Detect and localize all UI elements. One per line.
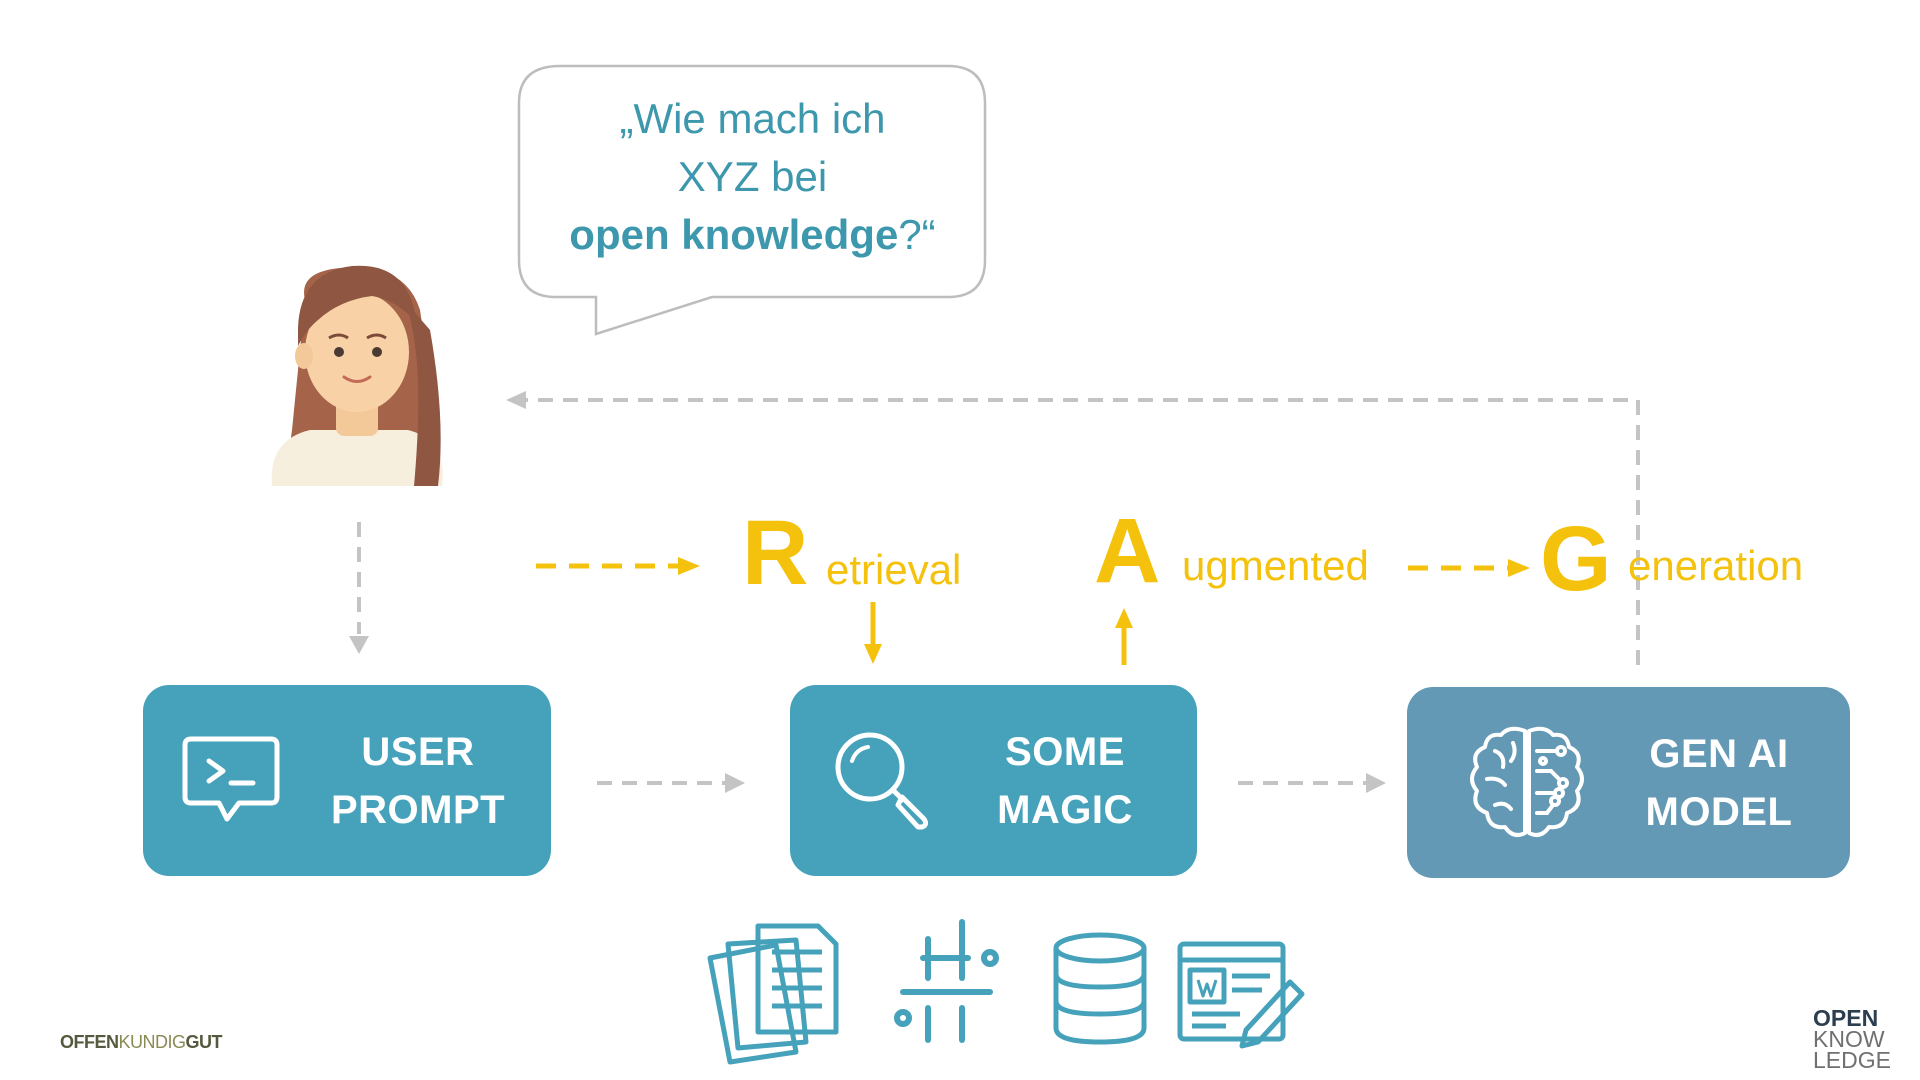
open-knowledge-logo: OPEN KNOW LEDGE [1813,1005,1891,1073]
feedback-loop-arrowhead [506,391,526,409]
rag-g-letter: G [1540,508,1612,610]
magnifier-icon [835,732,929,830]
some-magic-box: SOME MAGIC [790,685,1197,876]
user-prompt-label: USER PROMPT [303,723,533,839]
logo-line-1: OPEN [1813,1005,1879,1031]
user-prompt-line-1: USER [361,730,475,774]
gen-ai-model-line-2: MODEL [1645,790,1793,834]
augmented-up-arrowhead [1115,608,1133,628]
footer-brand-part-2: KUNDIG [118,1032,187,1052]
rag-retrieval-label: etrieval [826,546,962,593]
rag-generation-label: eneration [1628,542,1804,589]
speech-line-1: „Wie mach ich [619,95,886,142]
word-document-icon [1177,941,1305,1049]
speech-line-3-bold: open knowledge [569,211,899,258]
speech-line-3: open knowledge?“ [525,206,980,264]
user-avatar [271,265,443,486]
terminal-chat-icon [182,736,280,822]
footer-brand-offenkundiggut: OFFENKUNDIGGUT [60,1032,223,1053]
to-retrieval-arrowhead [678,557,700,575]
user-prompt-box: USER PROMPT [143,685,551,876]
logo-line-3: LEDGE [1813,1047,1891,1073]
logo-line-2: KNOW [1813,1026,1885,1052]
augmented-to-generation-arrowhead [1508,559,1530,577]
user-to-prompt-arrowhead [349,636,369,654]
user-prompt-line-2: PROMPT [330,788,506,832]
speech-bubble-outline [517,64,987,336]
retrieval-down-arrowhead [864,644,882,664]
speech-line-2: XYZ bei [677,153,828,200]
rag-augmented-label: ugmented [1182,542,1369,589]
gen-ai-model-line-1: GEN AI [1649,732,1789,776]
speech-line-3-rest: ?“ [898,211,936,258]
magic-to-model-arrowhead [1366,773,1386,793]
brain-circuit-icon [1470,726,1584,837]
slack-icon [894,919,999,1043]
footer-brand-part-1: OFFEN [60,1032,119,1052]
rag-r-letter: R [742,502,809,604]
some-magic-label: SOME MAGIC [960,723,1170,839]
some-magic-line-2: MAGIC [997,788,1133,832]
gen-ai-model-label: GEN AI MODEL [1607,725,1831,841]
feedback-loop-arrow [520,398,1640,665]
footer-brand-part-3: GUT [185,1032,223,1052]
gen-ai-model-box: GEN AI MODEL [1407,687,1850,878]
rag-a-letter: A [1094,500,1161,602]
database-icon [1053,932,1147,1045]
documents-icon [707,923,839,1065]
speech-bubble-text: „Wie mach ich XYZ bei open knowledge?“ [525,90,980,264]
some-magic-line-1: SOME [1005,730,1125,774]
prompt-to-magic-arrowhead [725,773,745,793]
